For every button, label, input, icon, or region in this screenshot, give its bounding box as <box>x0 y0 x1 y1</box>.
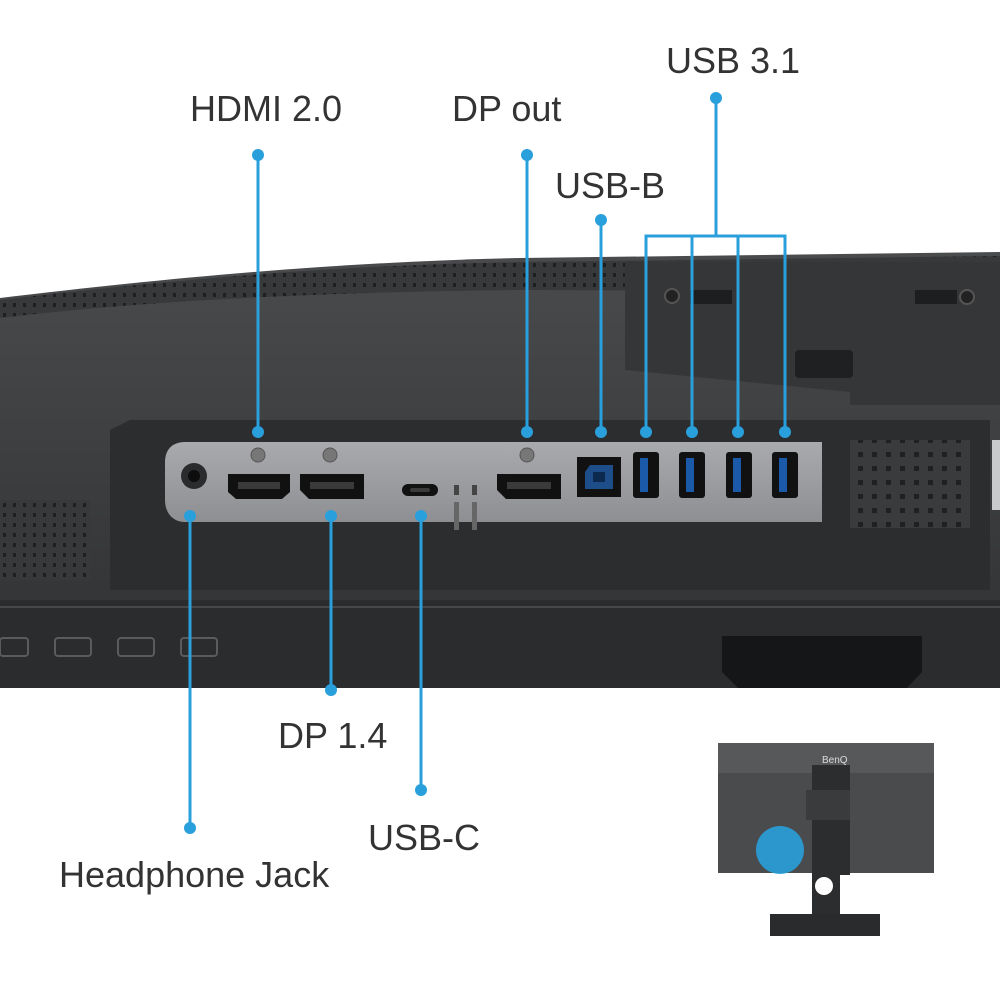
label-headphone-jack: Headphone Jack <box>59 854 330 895</box>
label-hdmi: HDMI 2.0 <box>190 88 343 129</box>
lock-slot <box>454 485 477 530</box>
label-usb31: USB 3.1 <box>666 40 801 81</box>
usbc-port <box>402 484 438 496</box>
callout-dot <box>521 149 533 161</box>
thumbnail-brand-logo: BenQ <box>822 755 848 766</box>
label-usb-b: USB-B <box>555 165 666 206</box>
headphone-jack-port <box>181 463 207 489</box>
monitor-rear-thumbnail: BenQ <box>718 743 934 936</box>
usb31-port-1 <box>633 452 659 498</box>
callout-dot <box>595 214 607 226</box>
callout-dot <box>686 426 698 438</box>
callout-dot <box>779 426 791 438</box>
dp14-port <box>300 447 364 499</box>
callout-line-usb31-branch <box>644 234 787 432</box>
usb31-port-4 <box>772 452 798 498</box>
callout-dot <box>595 426 607 438</box>
usb31-port-3 <box>726 452 752 498</box>
label-usbc: USB-C <box>368 817 481 858</box>
callout-lines <box>188 98 787 828</box>
callout-dot <box>184 510 196 522</box>
callout-dot <box>252 426 264 438</box>
usb31-port-2 <box>679 452 705 498</box>
callout-dot <box>325 510 337 522</box>
callout-dot <box>415 784 427 796</box>
callout-dots <box>184 92 791 834</box>
callout-dot <box>325 684 337 696</box>
callout-dot <box>710 92 722 104</box>
callout-dot <box>521 426 533 438</box>
label-dp14: DP 1.4 <box>278 715 388 756</box>
callout-dot <box>252 149 264 161</box>
callout-dot <box>640 426 652 438</box>
label-dp-out: DP out <box>452 88 562 129</box>
dp-out-port <box>497 447 561 499</box>
thumbnail-highlight <box>756 826 804 874</box>
callout-dot <box>184 822 196 834</box>
callout-dot <box>732 426 744 438</box>
callout-dot <box>415 510 427 522</box>
hdmi-port <box>228 447 290 499</box>
usb-b-port <box>577 457 621 497</box>
